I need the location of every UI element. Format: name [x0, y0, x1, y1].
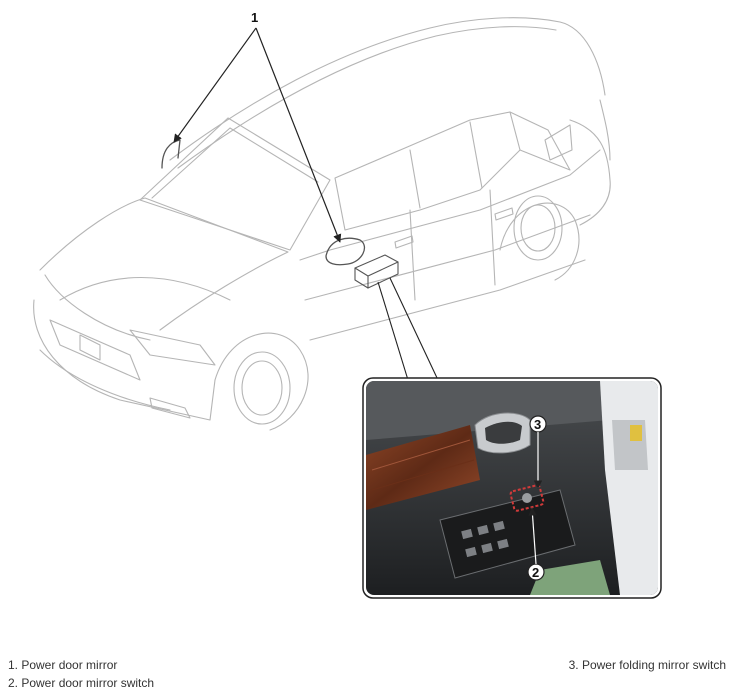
- legend-item-power-door-mirror: 1. Power door mirror: [8, 658, 118, 672]
- inset-leader-lines: [377, 277, 439, 381]
- door-trim-inset: 3 2: [362, 377, 662, 599]
- component-location-diagram: 1: [33, 10, 662, 599]
- callout-1-label: 1: [251, 10, 258, 25]
- callout-1-leaders: [173, 27, 342, 243]
- legend-item-power-door-mirror-switch: 2. Power door mirror switch: [8, 676, 155, 690]
- car-drawing: [33, 17, 611, 431]
- callout-3-label: 3: [534, 417, 541, 432]
- legend-item-power-folding-mirror-switch: 3. Power folding mirror switch: [568, 658, 726, 672]
- callout-2-label: 2: [532, 565, 539, 580]
